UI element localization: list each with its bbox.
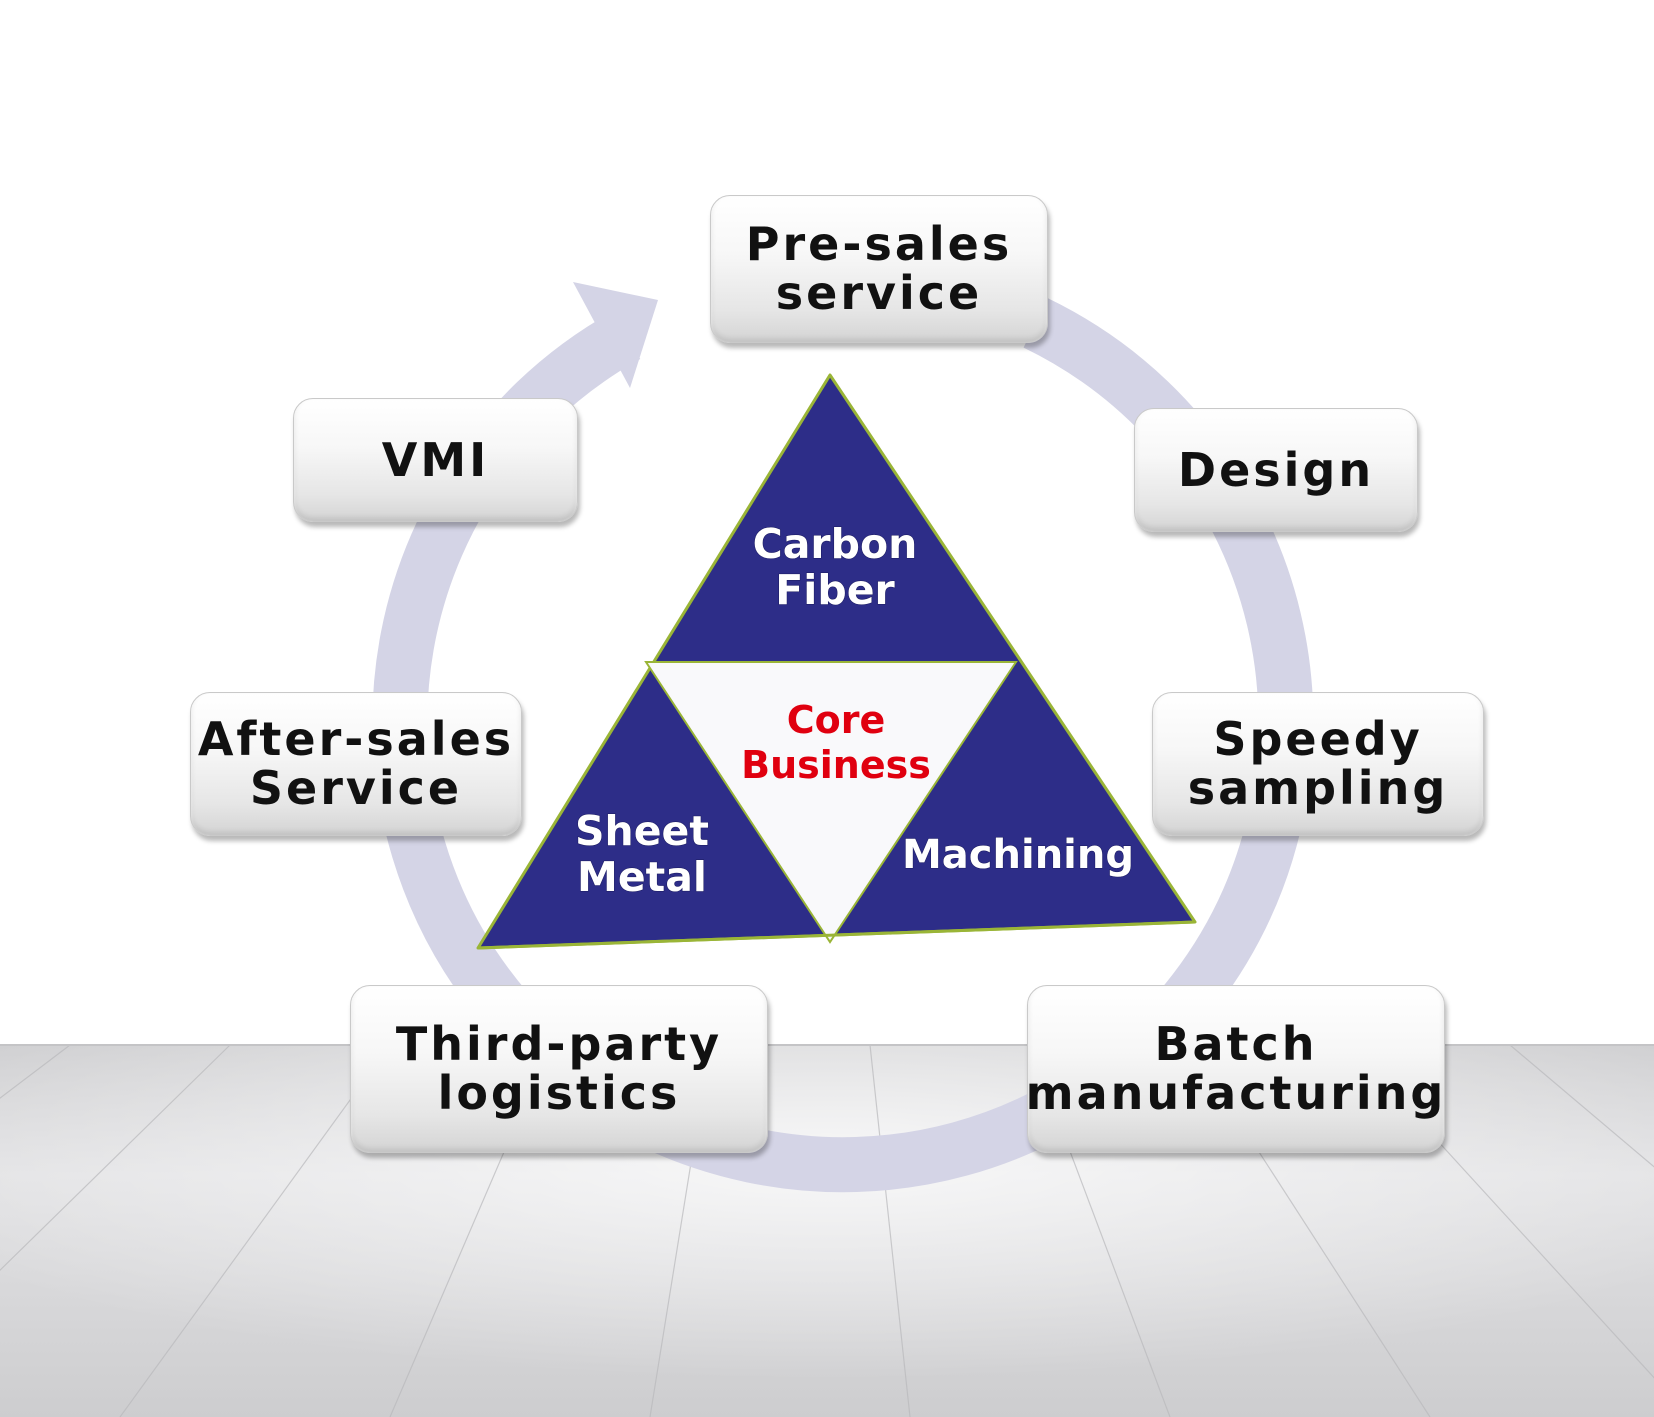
segment-label-carbon-fiber-line: Fiber [775,566,895,614]
segment-label-machining: Machining [902,832,1134,878]
step-design: Design [1134,408,1418,532]
step-batch-manufacturing: Batch manufacturing [1025,985,1447,1153]
step-after-sales-service: After-sales Service [190,692,522,836]
step-label: Design [1177,442,1375,497]
segment-label-sheet-metal-line: Metal [577,853,707,901]
core-business-label-line: Business [741,743,931,787]
core-business-label-line: Core [787,698,886,742]
step-label: Batch manufacturing [1025,1017,1447,1120]
core-business-segment [644,661,1018,944]
step-label: Third-party logistics [395,1017,723,1120]
step-pre-sales-service: Pre-sales service [710,195,1048,343]
cycle-arrow [372,282,1314,1193]
step-label: After-sales Service [197,712,515,815]
segment-label-sheet-metal-line: Sheet [575,807,709,855]
step-third-party-logistics: Third-party logistics [350,985,768,1153]
cycle-ring [372,298,1314,1193]
step-label: Speedy sampling [1187,712,1449,815]
segment-label-machining-line: Machining [902,832,1134,878]
step-label: VMI [381,432,490,487]
step-speedy-sampling: Speedy sampling [1152,692,1484,836]
segment-label-carbon-fiber-line: Carbon [753,520,918,568]
cycle-arrowhead [573,282,658,388]
step-vmi: VMI [293,398,578,522]
core-triangle [476,373,1197,950]
step-label: Pre-sales service [745,217,1013,320]
